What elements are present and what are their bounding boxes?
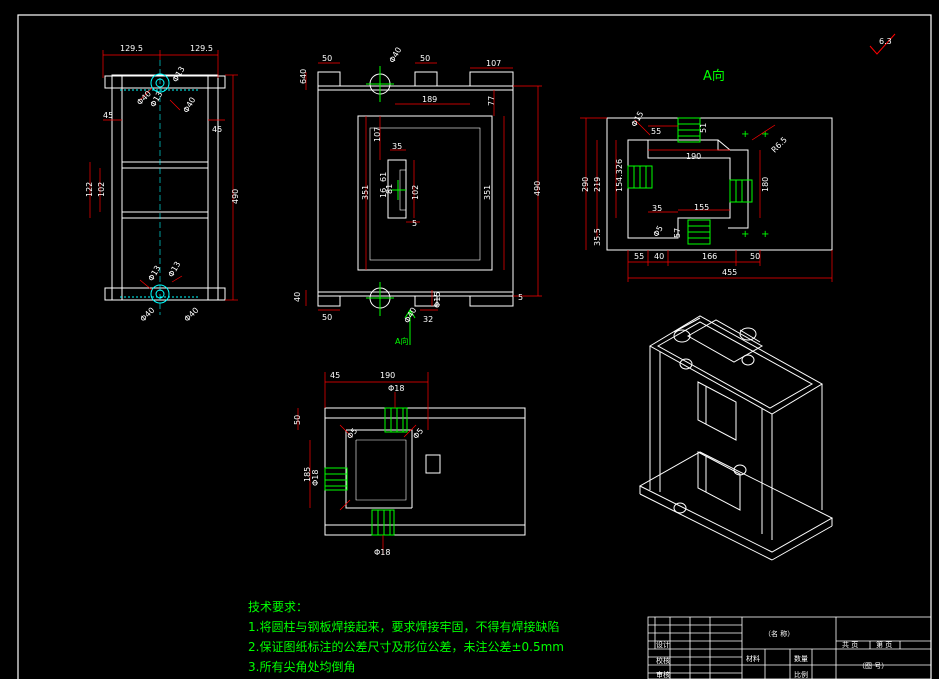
a-view: A向 + + + + xyxy=(580,68,833,282)
a-dim-5: R6.5 xyxy=(770,135,789,154)
a-dim-2: 55 xyxy=(651,127,661,136)
left-dim-15: Φ40 xyxy=(182,306,200,324)
section-dim-5: Φ5 xyxy=(345,426,359,441)
surface-roughness-symbol: 6.3 xyxy=(869,33,896,55)
front-dim-21: 32 xyxy=(423,315,433,324)
a-dim-8: 154.326 xyxy=(615,159,624,192)
roughness-value: 6.3 xyxy=(879,37,892,46)
front-dim-19: 50 xyxy=(322,313,332,322)
section-dim-2: 190 xyxy=(380,371,395,380)
front-dim-1: 50 xyxy=(322,54,332,63)
front-dim-5: 640 xyxy=(299,69,308,84)
front-dim-6: 189 xyxy=(422,95,437,104)
left-dim-4: 45 xyxy=(212,125,222,134)
front-dim-3: 107 xyxy=(486,59,501,68)
technical-requirement-3: 3.所有尖角处均倒角 xyxy=(248,660,356,674)
section-view: 45 190 Φ18 50 Φ5 Φ5 185 Φ18 Φ18 xyxy=(293,371,526,557)
front-dim-4: Φ40 xyxy=(387,46,403,65)
left-dim-11: Φ13 xyxy=(148,90,164,109)
title-block-drawing-number: （图 号） xyxy=(858,662,888,670)
front-dim-17: 490 xyxy=(533,181,542,196)
a-dim-10: 35 xyxy=(652,204,662,213)
a-dim-12: Φ5 xyxy=(651,224,664,238)
front-dim-18: 40 xyxy=(293,292,302,302)
section-dim-1: 45 xyxy=(330,371,340,380)
title-block-designer: 设计 xyxy=(656,640,670,649)
a-dim-18: 50 xyxy=(750,252,760,261)
a-dim-1: Φ15 xyxy=(629,110,645,129)
front-dim-15: 351 xyxy=(361,185,370,200)
svg-text:+: + xyxy=(741,229,749,240)
front-dim-7: 77 xyxy=(487,96,496,106)
svg-text:+: + xyxy=(741,129,749,140)
front-dim-2: 50 xyxy=(420,54,430,63)
a-dim-19: 455 xyxy=(722,268,737,277)
left-dim-6: 102 xyxy=(97,182,106,197)
front-view: 50 50 107 Φ40 640 189 77 107 35 61 81 16… xyxy=(293,46,542,346)
title-block-sheets-total: 共 页 xyxy=(842,640,858,649)
technical-requirement-2: 2.保证图纸标注的公差尺寸及形位公差，未注公差±0.5mm xyxy=(248,640,564,654)
left-dim-2: 129.5 xyxy=(190,44,213,53)
a-view-label: A向 xyxy=(703,68,725,84)
a-dim-6: 290 xyxy=(581,177,590,192)
left-dim-10: Φ40 xyxy=(181,96,197,115)
title-block-material: 材料 xyxy=(746,654,760,663)
title-block-checker: 校核 xyxy=(656,656,670,665)
title-block-sheet-no: 第 页 xyxy=(876,640,892,649)
front-dim-8: 107 xyxy=(373,127,382,142)
title-block-quantity: 数量 xyxy=(794,654,808,663)
a-dim-17: 166 xyxy=(702,252,717,261)
view-arrow-label: A向 xyxy=(395,336,408,346)
front-dim-16: 351 xyxy=(483,185,492,200)
left-dim-3: 45 xyxy=(103,111,113,120)
svg-text:+: + xyxy=(761,229,769,240)
title-block xyxy=(647,616,932,679)
isometric-view xyxy=(638,315,834,561)
front-dim-9: 35 xyxy=(392,142,402,151)
a-dim-14: 35.5 xyxy=(593,228,602,246)
svg-text:+: + xyxy=(761,129,769,140)
left-dim-5: 122 xyxy=(85,182,94,197)
front-dim-23: 5 xyxy=(518,293,523,302)
section-dim-3: Φ18 xyxy=(388,384,404,393)
front-dim-10: 61 xyxy=(379,172,388,182)
a-dim-15: 55 xyxy=(634,252,644,261)
left-dim-1: 129.5 xyxy=(120,44,143,53)
left-dim-7: 490 xyxy=(231,189,240,204)
front-dim-22: Φ15 xyxy=(433,292,442,308)
title-block-name: （名 称） xyxy=(764,629,794,638)
a-dim-3: 51 xyxy=(699,123,708,133)
a-dim-4: 190 xyxy=(686,152,701,161)
section-dim-9: Φ18 xyxy=(374,548,390,557)
front-dim-11: 81 xyxy=(385,184,394,194)
left-dim-9: Φ13 xyxy=(171,65,187,84)
a-dim-13: 57 xyxy=(673,228,682,238)
front-dim-12: 16 xyxy=(379,188,388,198)
technical-requirements-title: 技术要求： xyxy=(248,600,309,614)
a-dim-11: 155 xyxy=(694,203,709,212)
title-block-scale: 比例 xyxy=(794,670,808,679)
technical-requirement-1: 1.将圆柱与钢板焊接起来，要求焊接牢固，不得有焊接缺陷 xyxy=(248,620,560,634)
front-dim-13: 102 xyxy=(411,185,420,200)
a-dim-9: 180 xyxy=(761,177,770,192)
section-dim-4: 50 xyxy=(293,415,302,425)
section-dim-7: 185 xyxy=(303,467,312,482)
left-view: 129.5 129.5 45 45 122 102 490 Φ40 Φ13 Φ4… xyxy=(85,44,240,324)
front-dim-20: Φ40 xyxy=(402,306,418,325)
drawing-border xyxy=(17,14,932,679)
a-dim-16: 40 xyxy=(654,252,664,261)
front-dim-14: 5 xyxy=(412,219,417,228)
section-dim-8: Φ18 xyxy=(311,470,320,486)
left-dim-14: Φ40 xyxy=(138,306,156,324)
technical-requirements: 技术要求： 1.将圆柱与钢板焊接起来，要求焊接牢固，不得有焊接缺陷 2.保证图纸… xyxy=(248,597,564,677)
section-dim-6: Φ5 xyxy=(411,426,425,441)
a-dim-7: 219 xyxy=(593,177,602,192)
title-block-reviewer: 审核 xyxy=(656,670,670,679)
left-dim-13: Φ13 xyxy=(166,260,182,279)
